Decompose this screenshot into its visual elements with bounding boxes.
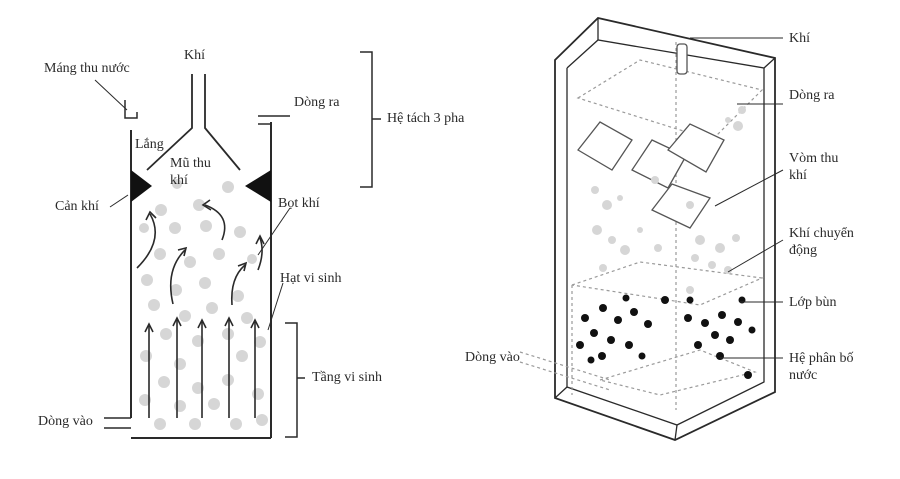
gas-baffle-right [245,170,271,202]
label-dong-ra-right: Dòng ra [789,88,835,103]
label-hat-vi-sinh: Hạt vi sinh [280,271,342,286]
left-bubbles [139,179,268,430]
label-dong-vao-left: Dòng vào [38,414,93,429]
label-khi-left: Khí [184,48,205,63]
label-lang: Lắng [135,137,164,152]
right-bubbles [591,106,746,294]
label-dong-vao-right: Dòng vào [465,350,520,365]
left-leader-lines [94,51,381,438]
label-khi-right: Khí [789,31,810,46]
gas-baffle-left [131,170,152,202]
gas-domes [577,121,725,229]
water-trough [124,100,138,119]
label-he-tach-3-pha: Hệ tách 3 pha [387,111,465,126]
right-leader-lines [690,37,784,359]
right-reactor [554,17,776,441]
gas-hood-right [204,74,241,171]
right-reactor-outer [554,17,776,441]
label-dong-ra-left: Dòng ra [294,95,340,110]
label-vom-thu-khi: Vòm thu khí [789,151,839,183]
label-bot-khi: Bọt khí [278,196,320,211]
sludge-particles [576,294,756,379]
label-lop-bun: Lớp bùn [789,295,837,310]
flow-arrows [136,199,265,418]
right-dashed-structure [519,42,765,410]
label-mang-thu-nuoc: Máng thu nước [44,61,130,76]
gas-outlet-pipe [676,43,688,75]
gas-hood-left [146,74,193,171]
label-mu-thu-khi: Mũ thu khí [170,156,211,188]
label-khi-chuyen-dong: Khí chuyển động [789,226,854,258]
label-he-phan-bo-nuoc: Hệ phân bố nước [789,351,854,383]
label-can-khi: Cản khí [55,199,99,214]
label-tang-vi-sinh: Tầng vi sinh [312,370,382,385]
